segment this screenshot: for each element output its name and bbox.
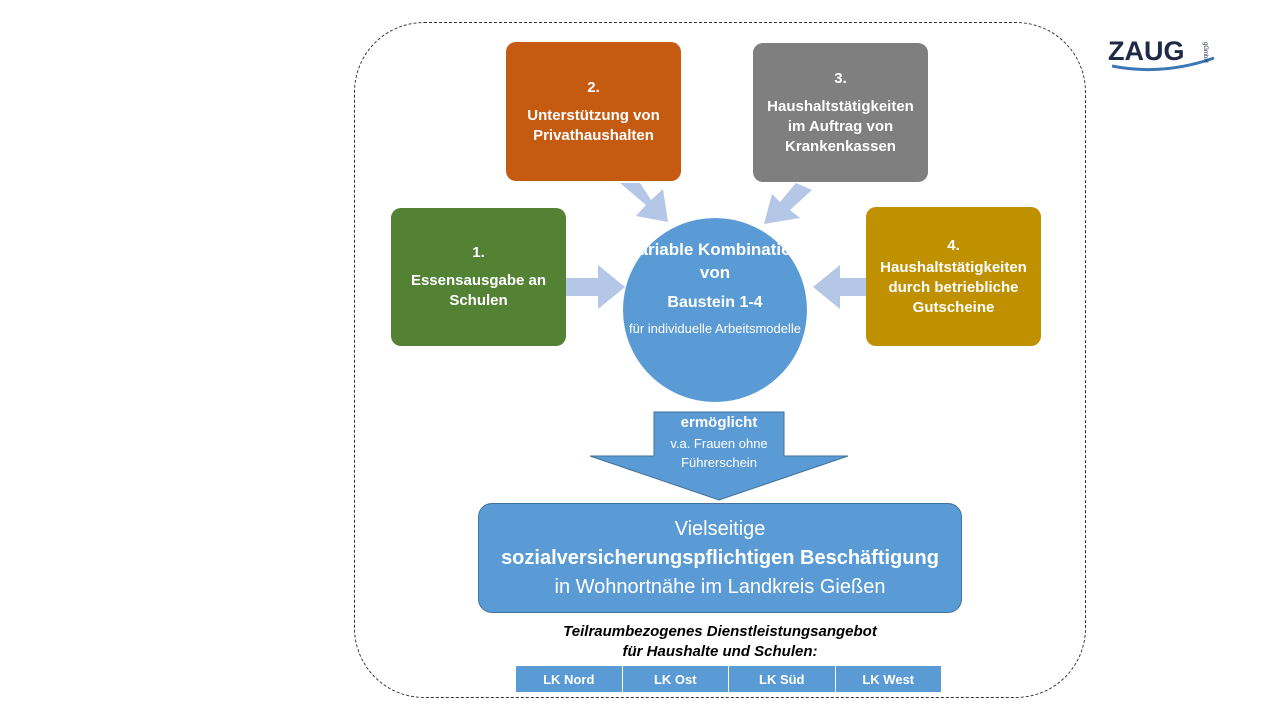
building-block-1: 1. Essensausgabe an Schulen (391, 208, 566, 346)
building-block-4: 4. Haushaltstätigkeiten durch betrieblic… (866, 207, 1041, 346)
caption-line-2: für Haushalte und Schulen: (622, 643, 818, 660)
arrow-title: ermöglicht (680, 414, 758, 431)
building-block-3: 3. Haushaltstätigkeiten im Auftrag von K… (753, 43, 928, 182)
result-box: Vielseitige sozialversicherungspflichtig… (478, 503, 962, 613)
caption: Teilraumbezogenes Dienstleistungsangebot… (480, 622, 960, 662)
block-label: Haushaltstätigkeiten im Auftrag von Kran… (767, 97, 914, 155)
region-cell: LK West (835, 666, 941, 692)
result-line-2: sozialversicherungspflichtigen Beschäfti… (501, 546, 939, 569)
block-number: 2. (587, 78, 600, 96)
result-line-1: Vielseitige (674, 517, 766, 540)
center-title: Variable Kombination von (628, 240, 802, 282)
logo-suffix: gGmbH (1202, 42, 1208, 63)
arrow-subtitle: v.a. Frauen ohne Führerschein (670, 436, 768, 470)
center-subtitle: Baustein 1-4 (667, 294, 763, 311)
down-arrow-label: ermöglicht v.a. Frauen ohne Führerschein (654, 412, 784, 472)
down-arrow (589, 411, 849, 501)
center-circle: Variable Kombination von Baustein 1-4 fü… (623, 218, 807, 402)
caption-line-1: Teilraumbezogenes Dienstleistungsangebot (563, 623, 877, 640)
arrow-box3-to-center (764, 183, 812, 224)
block-label: Essensausgabe an Schulen (410, 272, 547, 309)
region-cell: LK Nord (516, 666, 623, 692)
block-label: Unterstützung von Privathaushalten (527, 106, 660, 144)
block-label: Haushaltstätigkeiten durch betriebliche … (880, 258, 1027, 316)
arrow-box4-to-center (813, 265, 866, 309)
building-block-2: 2. Unterstützung von Privathaushalten (506, 42, 681, 181)
dashed-frame (354, 22, 1086, 698)
region-cell: LK Süd (729, 666, 836, 692)
zaug-logo: ZAUG gGmbH (1108, 36, 1218, 76)
arrow-box1-to-center (566, 265, 625, 309)
arrow-box2-to-center (620, 183, 668, 222)
region-table: LK Nord LK Ost LK Süd LK West (516, 666, 941, 692)
region-cell: LK Ost (622, 666, 729, 692)
result-line-3: in Wohnortnähe im Landkreis Gießen (554, 575, 886, 598)
center-note: für individuelle Arbeitsmodelle (629, 321, 801, 336)
logo-text: ZAUG (1108, 36, 1185, 66)
block-number: 1. (472, 244, 485, 261)
block-number: 3. (834, 69, 847, 87)
block-number: 4. (947, 236, 960, 254)
